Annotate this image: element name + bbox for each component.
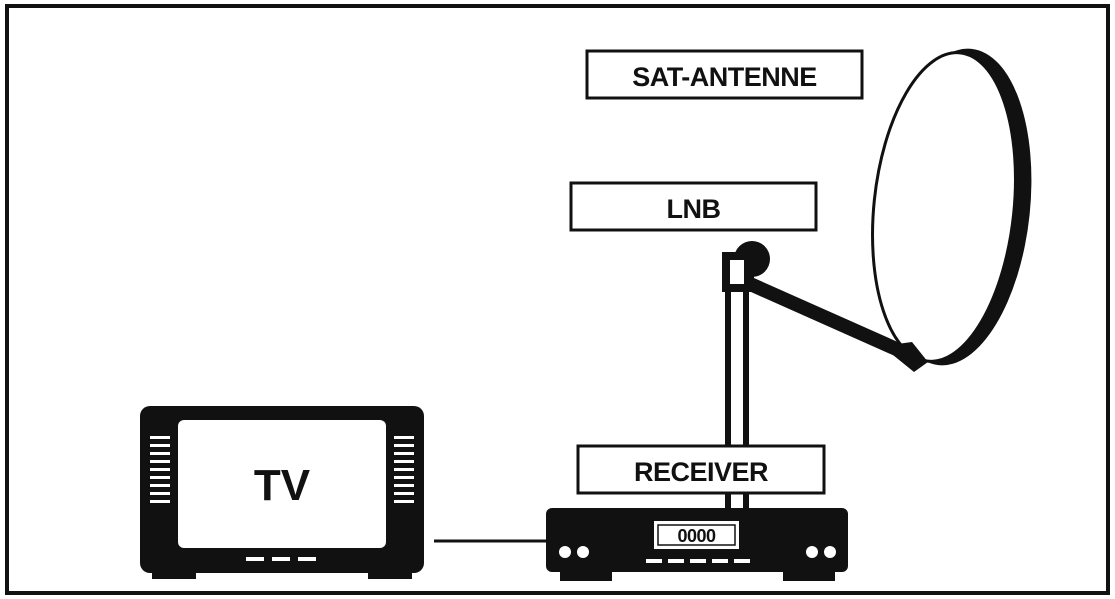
antenna-label: SAT-ANTENNE bbox=[632, 62, 817, 92]
dish-mount bbox=[882, 342, 928, 372]
tv-speaker-left bbox=[150, 436, 170, 503]
receiver-label-box: RECEIVER bbox=[576, 444, 826, 495]
lnb-label: LNB bbox=[667, 194, 721, 224]
receiver-button bbox=[806, 546, 818, 558]
diagram-frame bbox=[5, 4, 1110, 595]
tv-foot-left bbox=[152, 570, 196, 579]
receiver-foot-right bbox=[783, 572, 835, 581]
dish-face bbox=[871, 51, 1017, 363]
receiver-button bbox=[577, 546, 589, 558]
tv-label: TV bbox=[254, 461, 311, 510]
tv-set: TV bbox=[140, 406, 424, 579]
lnb-head bbox=[722, 241, 770, 292]
dish-arm bbox=[745, 276, 906, 359]
tv-screen bbox=[178, 420, 386, 548]
receiver-button bbox=[824, 546, 836, 558]
receiver-foot-left bbox=[560, 572, 612, 581]
tv-speaker-right bbox=[394, 436, 414, 503]
tv-foot-right bbox=[368, 570, 412, 579]
receiver-label: RECEIVER bbox=[634, 457, 768, 487]
receiver-box: 0000 bbox=[546, 508, 848, 581]
receiver-button bbox=[559, 546, 571, 558]
receiver-display-value: 0000 bbox=[677, 526, 716, 546]
tv-controls bbox=[246, 557, 316, 561]
satellite-dish bbox=[745, 48, 1032, 372]
lnb-label-box: LNB bbox=[569, 181, 818, 232]
antenna-label-box: SAT-ANTENNE bbox=[585, 49, 864, 100]
receiver-slots bbox=[646, 559, 750, 563]
